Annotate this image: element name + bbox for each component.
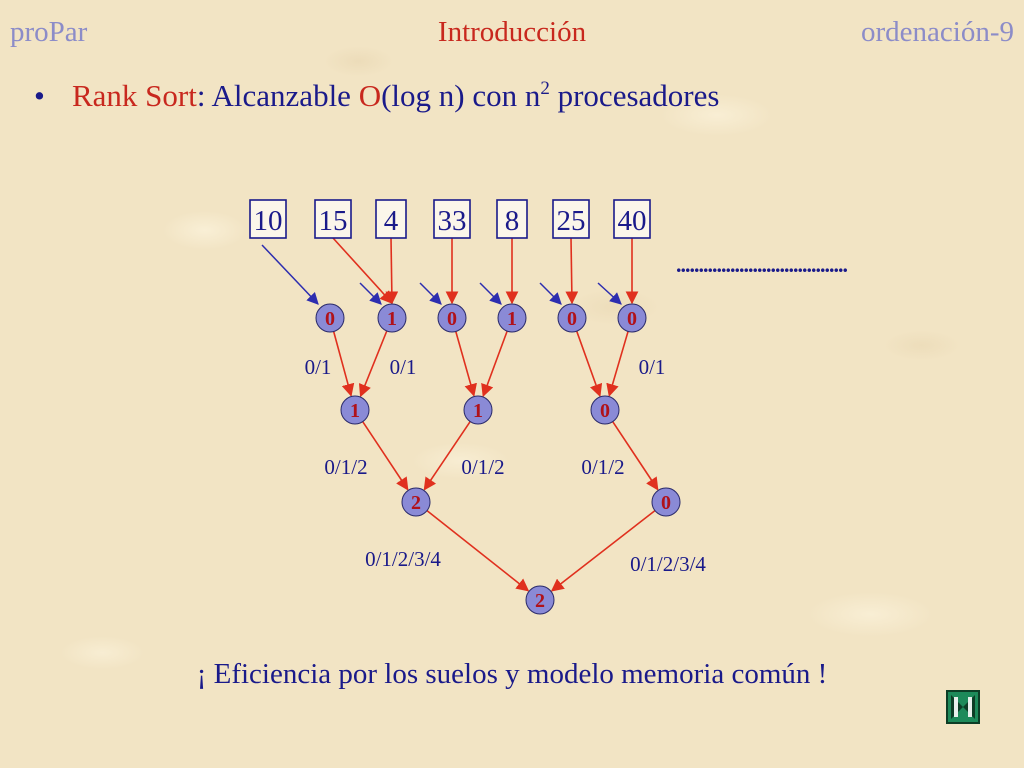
- level1-node: [315, 303, 345, 333]
- level2-node: [463, 395, 493, 425]
- root-node-value: 2: [535, 590, 545, 612]
- edge-label: 0/1/2: [324, 455, 367, 479]
- header-right-title: ordenación-9: [861, 16, 1014, 48]
- bullet-text-b: (log n) con n: [381, 78, 541, 113]
- input-value: 8: [505, 205, 520, 237]
- tree-edge: [358, 330, 388, 398]
- compare-arrow: [261, 244, 319, 305]
- bullet-text-c: procesadores: [549, 78, 720, 113]
- header-left-title: proPar: [10, 16, 88, 48]
- input-box: [496, 199, 528, 239]
- tree-edge: [423, 421, 471, 491]
- header-center-title: Introducción: [437, 16, 587, 48]
- tree-edge: [426, 510, 530, 592]
- tree-edge: [455, 331, 477, 397]
- level1-node: [617, 303, 647, 333]
- level1-node: [557, 303, 587, 333]
- input-value: 40: [618, 205, 647, 237]
- end-nav-button[interactable]: [946, 690, 980, 724]
- edge-label: 0/1/2/3/4: [630, 552, 706, 576]
- bullet-term: Rank Sort: [72, 78, 197, 113]
- level2-node-value: 1: [350, 400, 360, 422]
- tree-edge: [481, 330, 508, 398]
- bullet-big-o: O: [358, 78, 382, 113]
- input-value: 4: [384, 205, 399, 237]
- level1-node-value: 0: [325, 308, 335, 330]
- level1-node-value: 1: [507, 308, 517, 330]
- level2-node: [340, 395, 370, 425]
- edge-label: 0/1/2/3/4: [365, 547, 441, 571]
- root-node: [525, 585, 555, 615]
- edge-labels: 0/1 0/1 0/1 0/1/2 0/1/2 0/1/2 0/1/2/3/4 0/1/2/3…: [305, 355, 707, 576]
- input-box: [552, 199, 590, 239]
- compare-arrow: [597, 282, 622, 305]
- tree-edge: [575, 330, 603, 398]
- input-box: [314, 199, 352, 239]
- tree-edge: [606, 331, 629, 397]
- bullet-superscript: 2: [540, 78, 550, 99]
- bullet-text-a: : Alcanzable: [196, 78, 359, 113]
- input-value: 33: [438, 205, 467, 237]
- edge-label: 0/1: [305, 355, 332, 379]
- level3-node-value: 0: [661, 492, 671, 514]
- continuation-dots: ......................................: [676, 252, 848, 277]
- level2-node-value: 0: [600, 400, 610, 422]
- level1-node: [377, 303, 407, 333]
- level1-node: [497, 303, 527, 333]
- tree-edge: [362, 421, 409, 491]
- level1-node-value: 0: [627, 308, 637, 330]
- compare-arrow: [539, 282, 562, 305]
- tree-edge: [550, 509, 656, 592]
- edge-label: 0/1: [639, 355, 666, 379]
- compare-arrow: [359, 282, 382, 305]
- level1-node-value: 1: [387, 308, 397, 330]
- level3-node: [651, 487, 681, 517]
- bullet-symbol: •: [34, 78, 45, 113]
- level3-node: [401, 487, 431, 517]
- level2-node: [590, 395, 620, 425]
- input-arrow: [385, 237, 399, 305]
- input-box: [613, 199, 651, 239]
- bullet-line: • Rank Sort: Alcanzable O(log n) con n2 p…: [34, 78, 719, 114]
- edge-label: 0/1/2: [581, 455, 624, 479]
- tree-edge: [332, 331, 355, 397]
- level1-node-value: 0: [447, 308, 457, 330]
- input-box: [249, 199, 287, 239]
- level3-node-value: 2: [411, 492, 421, 514]
- edge-label: 0/1/2: [461, 455, 504, 479]
- compare-arrow: [419, 282, 442, 305]
- level1-node-value: 0: [567, 308, 577, 330]
- input-arrow: [565, 237, 579, 305]
- input-value: 25: [557, 205, 586, 237]
- edge-label: 0/1: [390, 355, 417, 379]
- tree-edge: [612, 421, 659, 491]
- input-box: [375, 199, 407, 239]
- footer-note: ¡ Eficiencia por los suelos y modelo mem…: [196, 658, 828, 690]
- input-value: 15: [319, 205, 348, 237]
- level2-node-value: 1: [473, 400, 483, 422]
- skip-to-end-icon: [948, 692, 978, 722]
- level1-node: [437, 303, 467, 333]
- tree-nodes: 0 1 0 1 0 0 1 1 0 2 0 2: [315, 303, 681, 615]
- input-value: 10: [254, 205, 283, 237]
- compare-arrow: [479, 282, 502, 305]
- diagram-arrows: [261, 237, 659, 592]
- input-arrow: [332, 237, 393, 304]
- input-box: [433, 199, 471, 239]
- input-boxes: 10 15 4 33 8 25 40: [249, 199, 651, 239]
